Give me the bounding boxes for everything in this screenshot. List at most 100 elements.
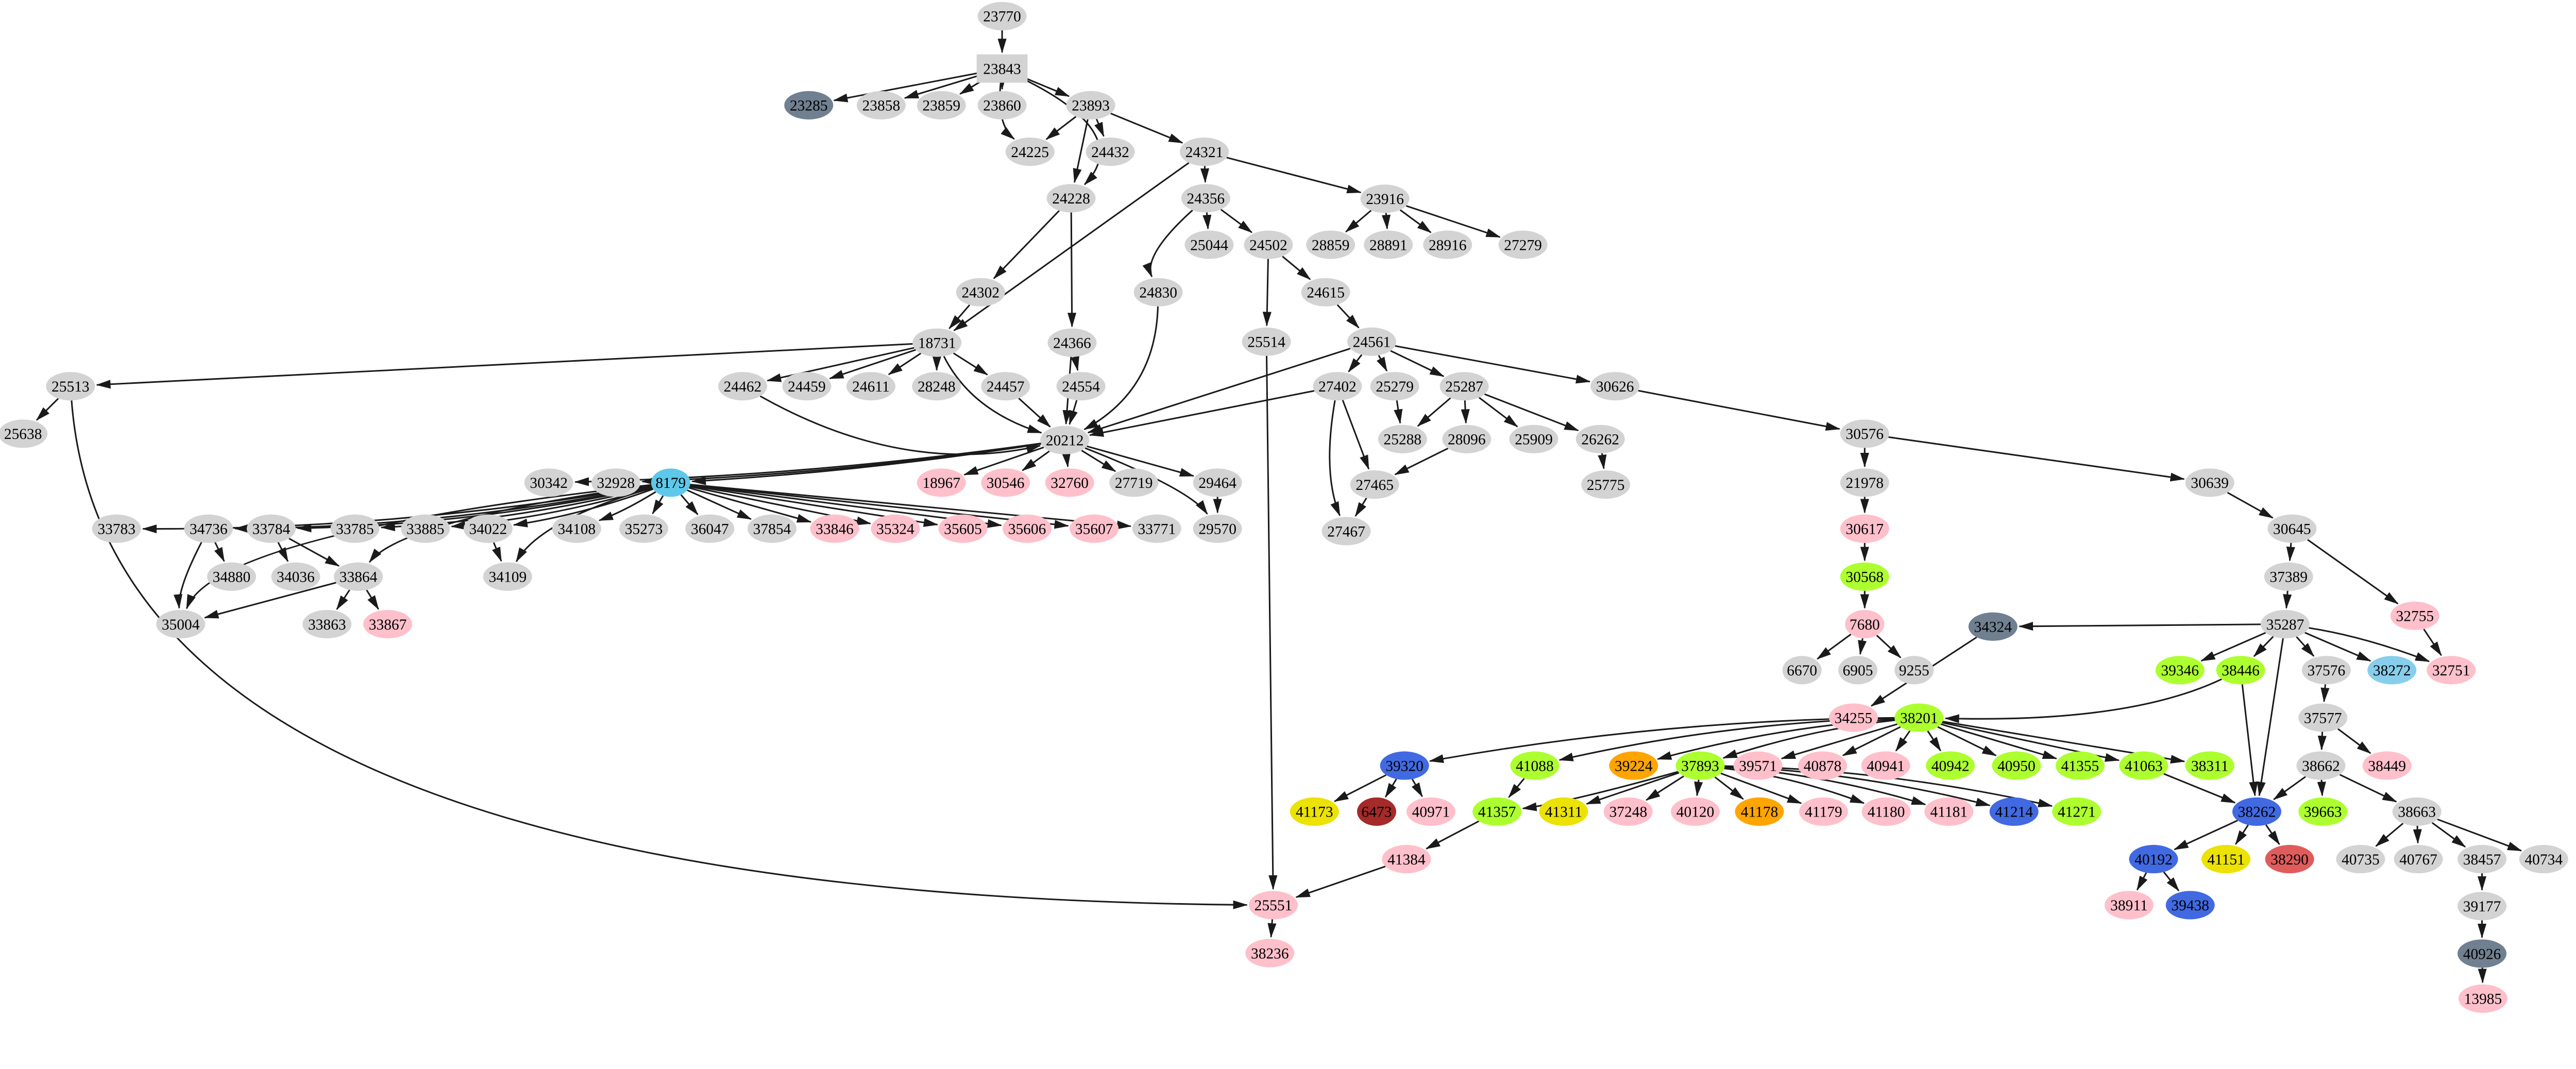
edge-37389-35287 [2283,590,2292,609]
node-25775: 25775 [1581,470,1631,499]
node-label: 39320 [1385,758,1423,774]
node-label: 25044 [1190,237,1228,253]
node-label: 24225 [1011,144,1049,161]
edge-23843-23893 [1022,76,1070,97]
node-ellipse-shape [1442,425,1492,453]
node-label: 24432 [1091,144,1129,161]
node-label: 24615 [1307,285,1345,301]
edge-23843-24228 [1021,77,1101,185]
node-ellipse-shape [1248,891,1298,920]
edge-24228-24302 [993,210,1060,279]
edge-30645-37389 [2286,542,2295,562]
edge-25514-25551 [1266,355,1278,890]
node-ellipse-shape [1109,468,1159,497]
node-label: 40120 [1676,804,1715,821]
node-label: 24611 [852,379,890,395]
edge-38262-38290 [2265,824,2280,845]
node-ellipse-shape [1321,517,1371,546]
edge-40926-13985 [2478,968,2487,983]
edge-20212-29464 [1087,445,1195,477]
node-label: 6670 [1787,663,1817,679]
node-ellipse-shape [1423,230,1472,259]
node-ellipse-shape [2201,845,2251,874]
node-ellipse-shape [1184,230,1234,259]
node-ellipse-shape [956,278,1005,307]
node-label: 38911 [2110,897,2148,914]
edge-8179-33771 [690,483,1132,530]
node-35273: 35273 [619,514,669,543]
node-label: 24302 [961,285,999,301]
node-ellipse-shape [2394,845,2443,874]
edge-24356-25044 [1202,212,1212,230]
node-label: 23843 [983,61,1021,77]
node-ellipse-shape [2390,601,2439,630]
node-ellipse-shape [2427,656,2476,685]
edge-37576-37577 [2320,684,2330,703]
node-ellipse-shape [1070,514,1119,543]
node-ellipse-shape [0,419,48,448]
node-ellipse-shape [1045,468,1094,497]
node-ellipse-shape [784,91,834,120]
node-ellipse-shape [2216,656,2265,685]
node-ellipse-shape [2367,656,2417,685]
node-24561: 24561 [1347,327,1396,356]
node-38311: 38311 [2185,751,2234,780]
node-40926: 40926 [2458,939,2507,968]
edge-34736-34880 [214,542,225,563]
node-35324: 35324 [871,514,920,543]
node-41181: 41181 [1924,797,1974,826]
node-34109: 34109 [483,562,532,591]
node-40878: 40878 [1798,751,1848,780]
node-label: 37577 [2304,710,2342,726]
node-33863: 33863 [302,609,352,639]
node-label: 27719 [1115,475,1153,491]
node-label: 25288 [1384,432,1422,448]
node-label: 34109 [489,569,527,586]
node-ellipse-shape [1861,797,1911,826]
node-label: 30576 [1846,426,1884,443]
node-ellipse-shape [524,468,573,497]
node-ellipse-shape [685,514,735,543]
node-label: 29464 [1198,475,1236,491]
edge-20212-30342 [574,443,1041,486]
node-ellipse-shape [782,372,832,401]
edge-40192-38911 [2136,872,2148,891]
edge-23916-28859 [1345,210,1372,233]
node-28248: 28248 [912,372,961,401]
node-38446: 38446 [2216,656,2265,685]
node-ellipse-shape [981,372,1030,401]
node-40734: 40734 [2519,845,2568,874]
node-ellipse-shape [1306,230,1355,259]
node-ellipse-shape [1066,91,1115,120]
edge-20212-29570 [1084,447,1208,515]
node-25288: 25288 [1378,425,1427,453]
node-label: 9255 [1899,663,1929,679]
node-ellipse-shape [917,91,966,120]
node-ellipse-shape [330,514,380,543]
node-label: 30568 [1846,569,1884,586]
node-label: 35287 [2266,617,2304,633]
edge-24561-20212 [1087,348,1351,434]
node-label: 38290 [2270,852,2309,868]
node-ellipse-shape [463,514,513,543]
node-label: 39571 [1739,758,1777,774]
node-27467: 27467 [1321,517,1371,546]
node-ellipse-shape [718,372,767,401]
node-30617: 30617 [1840,514,1889,543]
edge-25287-25909 [1478,397,1518,428]
edge-24302-18731 [948,304,971,330]
node-label: 37389 [2269,569,2308,586]
edge-23843-23285 [833,72,978,103]
node-label: 24502 [1249,237,1287,253]
node-33885: 33885 [401,514,450,543]
edge-41384-25551 [1295,866,1386,898]
node-25514: 25514 [1242,327,1291,356]
node-ellipse-shape [1828,703,1878,732]
node-36047: 36047 [685,514,735,543]
node-label: 40192 [2134,852,2173,868]
node-label: 25513 [52,379,90,395]
node-21978: 21978 [1840,468,1889,497]
node-label: 33863 [308,617,346,633]
node-ellipse-shape [1799,797,1849,826]
node-ellipse-shape [1181,184,1230,213]
